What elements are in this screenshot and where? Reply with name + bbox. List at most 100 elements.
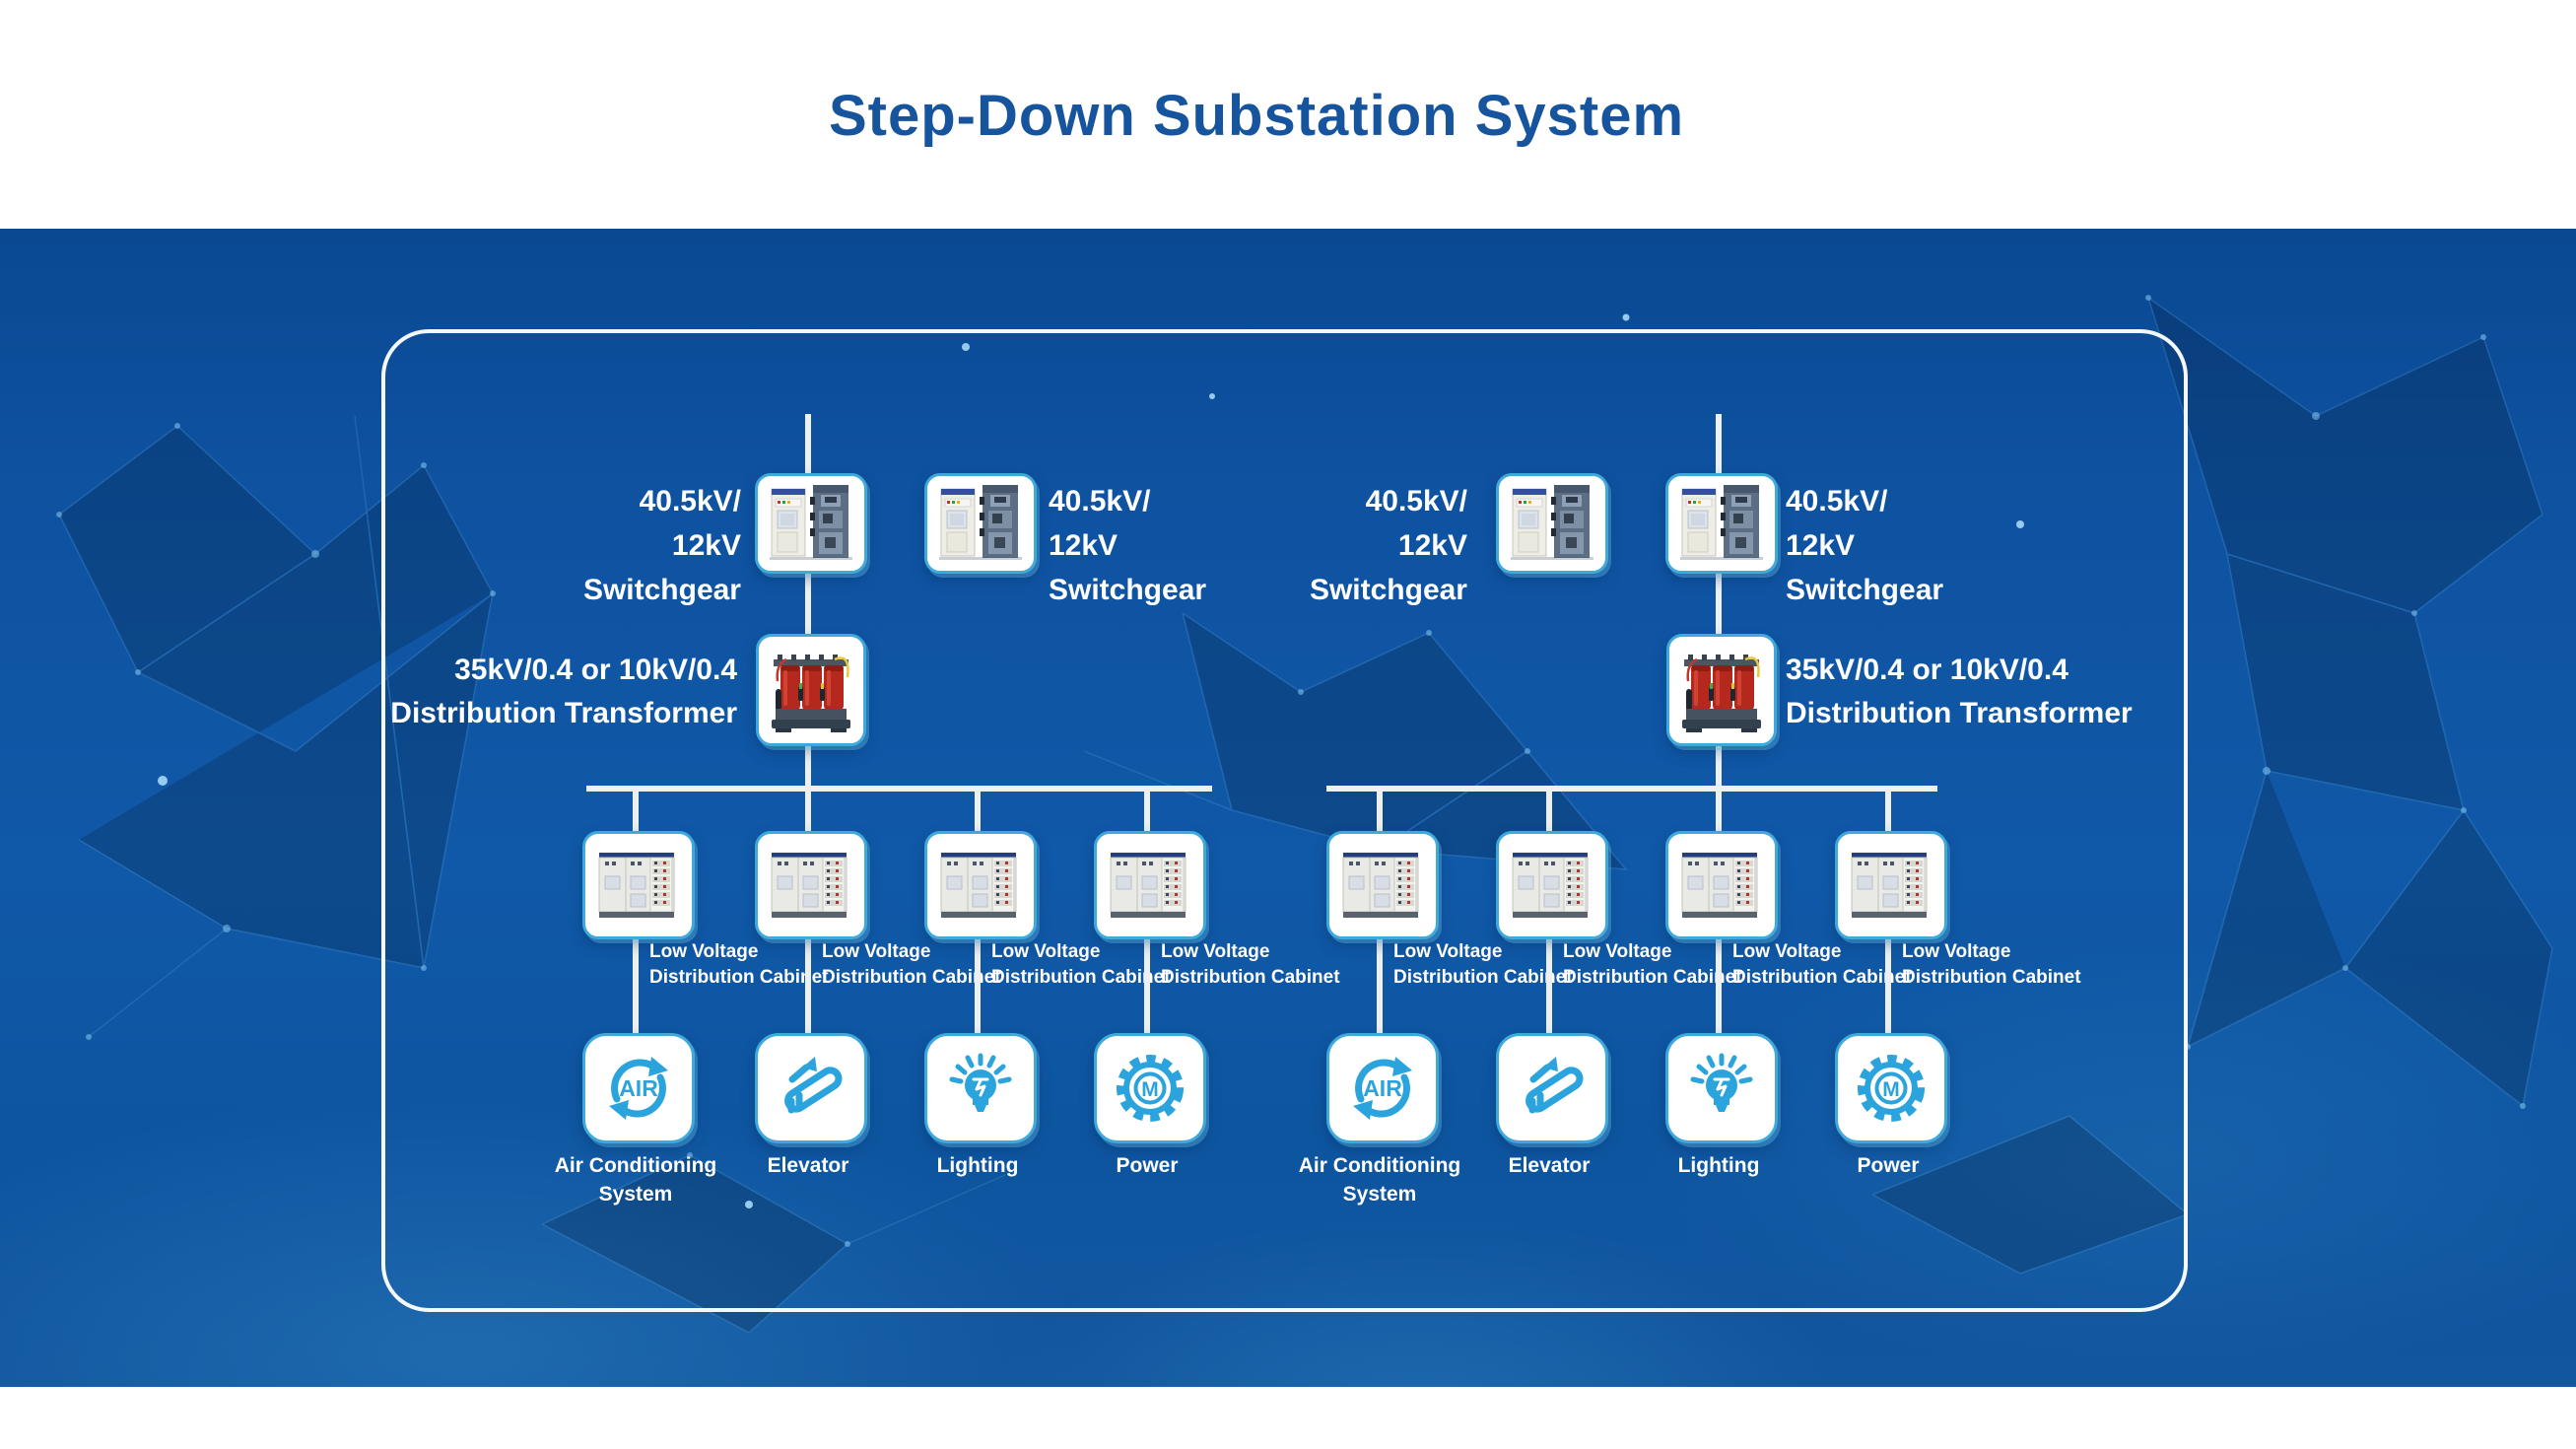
switchgear-label-line: Switchgear [582,574,741,606]
bus-drop-line [633,790,639,833]
switchgear-label-line: Switchgear [1049,574,1207,606]
transformer-label-line: Distribution Transformer [1786,697,2133,729]
switchgear-box [1665,473,1778,574]
distribution-column: Low Voltage Distribution Cabinet AIR [1441,229,1742,1387]
cabinet-load-link [1144,932,1150,1035]
lv-cabinet-label-line: Distribution Cabinet [1902,967,2081,988]
transformer-box [756,634,866,746]
distribution-column: Low Voltage Distribution Cabinet AIR [1271,229,1573,1387]
load-label-line: Elevator [767,1154,849,1177]
switchgear-label-line: 12kV [1397,529,1467,562]
escalator-icon [1525,1057,1584,1114]
cabinet-load-link [975,932,981,1035]
switchgear-label-line: Switchgear [1309,574,1467,606]
lv-cabinet-label-line: Low Voltage [1732,941,1842,962]
bulb-icon [949,1053,1012,1112]
lv-cabinet-label: Low Voltage Distribution Cabinet [1902,939,2081,991]
lv-cabinet-label-line: Distribution Cabinet [822,967,1001,988]
lv-cabinet-box [1665,831,1778,939]
air-cycle-icon: AIR [1353,1057,1412,1120]
lv-cabinet-box [755,831,867,939]
bus-drop-line [1377,790,1383,833]
lv-cabinet-box [582,831,695,939]
switchgear-transformer-link-right [1716,566,1722,637]
svg-text:M: M [1882,1078,1900,1101]
switchgear-label-line: Switchgear [1786,574,1944,606]
cabinet-load-link [1716,932,1722,1035]
bus-drop-line [1885,790,1891,833]
load-label-line: System [598,1183,673,1206]
bus-bar-right [1326,786,1937,792]
load-box-lighting: AIR [924,1033,1037,1143]
transformer-box [1666,634,1777,746]
lv-cabinet-label-line: Distribution Cabinet [649,967,829,988]
load-box-lighting: AIR [1665,1033,1778,1143]
lv-cabinet-label-line: Low Voltage [1902,941,2011,962]
distribution-column: Low Voltage Distribution Cabinet AIR [1780,229,2081,1387]
load-box-elevator: AIR [1496,1033,1608,1143]
diagram-frame [381,329,2188,1312]
bus-drop-line [1546,790,1552,833]
lv-cabinet-icon [598,853,675,918]
distribution-column: Low Voltage Distribution Cabinet AIR [869,229,1171,1387]
lv-cabinet-label: Low Voltage Distribution Cabinet [1393,939,1573,991]
switchgear-box [1496,473,1608,574]
lv-cabinet-icon [1342,853,1419,918]
switchgear-label-line: 12kV [671,529,741,562]
load-label: Lighting [1600,1151,1837,1180]
load-label-line: Air Conditioning [1298,1154,1461,1177]
load-label: Power [1770,1151,2006,1180]
motor-gear-icon: M [1117,1055,1184,1122]
page-title: Step-Down Substation System [828,84,1685,148]
distribution-column: Low Voltage Distribution Cabinet AIR [1610,229,1912,1387]
switchgear-box [924,473,1037,574]
distribution-column: Low Voltage Distribution Cabinet AIR [1039,229,1340,1387]
lv-cabinet-label: Low Voltage Distribution Cabinet [1563,939,1742,991]
incoming-feed-line-left [805,414,811,475]
lv-cabinet-box [924,831,1037,939]
lv-cabinet-label-line: Distribution Cabinet [1563,967,1742,988]
lv-cabinet-label-line: Distribution Cabinet [1393,967,1573,988]
switchgear-label-line: 40.5kV/ [1786,485,1888,518]
switchgear-label-line: 12kV [1049,529,1119,562]
air-cycle-icon: AIR [609,1057,668,1120]
switchgear-transformer-link-left [805,566,811,637]
lv-cabinet-icon [1512,853,1589,918]
lv-cabinet-icon [1851,853,1928,918]
cabinet-load-link [805,932,811,1035]
svg-text:AIR: AIR [619,1075,658,1101]
transformer-icon [772,655,850,732]
transformer-bus-link-left [805,738,811,792]
load-box-power: AIR [1835,1033,1947,1143]
switchgear-label-right-inner: 40.5kV/ 12kV Switchgear [1786,479,2131,612]
lv-cabinet-label-line: Low Voltage [1393,941,1503,962]
cabinet-load-link [1885,932,1891,1035]
bus-drop-line [1144,790,1150,833]
lv-cabinet-icon [940,853,1017,918]
lv-cabinet-label: Low Voltage Distribution Cabinet [649,939,829,991]
switchgear-icon [939,485,1022,560]
load-label: Air Conditioning System [517,1151,754,1208]
bus-bar-left [586,786,1212,792]
load-label: Lighting [859,1151,1096,1180]
load-label: Power [1029,1151,1265,1180]
load-box-air: AIR [582,1033,695,1143]
distribution-column: Low Voltage Distribution Cabinet AIR [700,229,1001,1387]
lv-cabinet-label-line: Distribution Cabinet [991,967,1171,988]
switchgear-box [755,473,867,574]
motor-gear-icon: M [1858,1055,1925,1122]
lv-cabinet-label: Low Voltage Distribution Cabinet [991,939,1171,991]
load-label-line: Air Conditioning [554,1154,717,1177]
transformer-label-right: 35kV/0.4 or 10kV/0.4 Distribution Transf… [1786,649,2259,735]
bus-drop-line [805,790,811,833]
lv-cabinet-label-line: Distribution Cabinet [1161,967,1340,988]
load-label-line: Power [1116,1154,1179,1177]
lv-cabinet-label: Low Voltage Distribution Cabinet [822,939,1001,991]
switchgear-label-line: 40.5kV/ [1049,485,1151,518]
lv-cabinet-label-line: Low Voltage [1161,941,1270,962]
svg-text:M: M [1141,1078,1159,1101]
load-label-line: System [1342,1183,1417,1206]
bus-drop-line [1716,790,1722,833]
switchgear-icon [1511,485,1593,560]
